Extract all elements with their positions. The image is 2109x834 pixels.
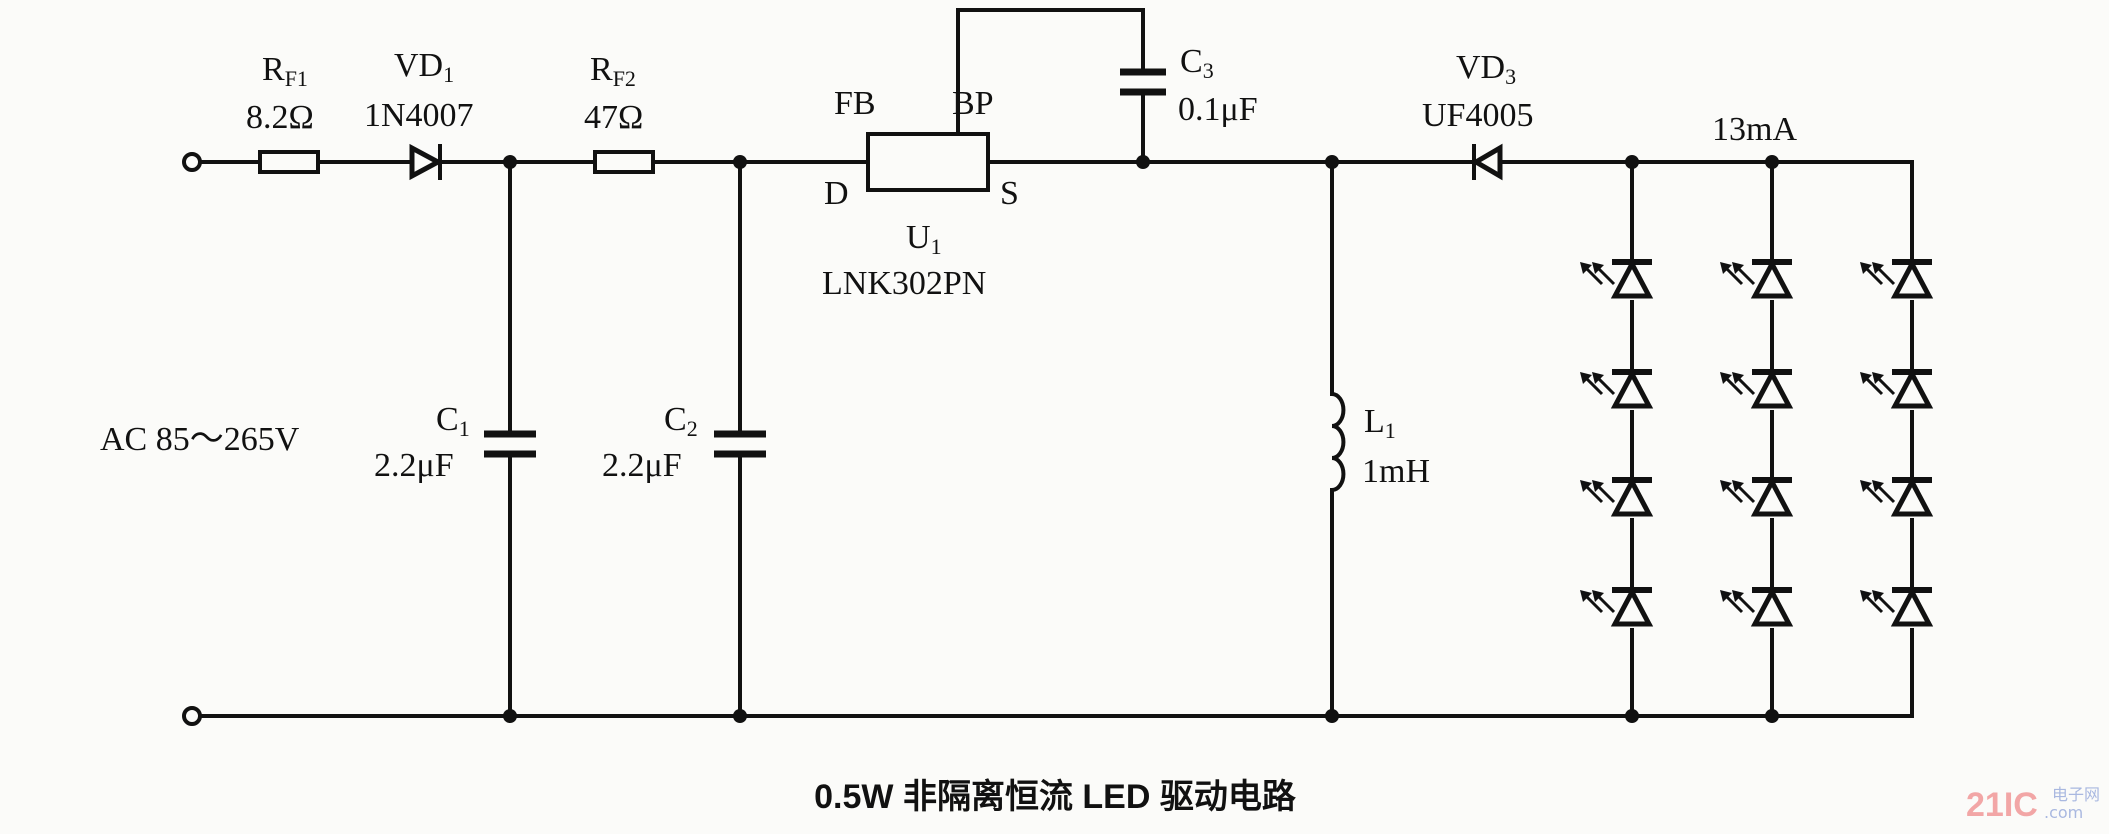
led — [1860, 586, 1934, 628]
watermark-brand: 21IC — [1966, 786, 2038, 824]
resistor-rf1 — [258, 150, 320, 174]
l1-ref: L1 — [1364, 403, 1396, 443]
junctions — [503, 155, 1779, 723]
diode-vd1 — [409, 143, 444, 181]
led — [1580, 586, 1654, 628]
junction-dot — [1325, 709, 1339, 723]
junction-dot — [503, 709, 517, 723]
junction-dot — [503, 155, 517, 169]
vd3-ref: VD3 — [1456, 49, 1516, 89]
inductor-l1 — [1329, 391, 1346, 493]
watermark-domain: .com — [2044, 803, 2083, 822]
rf1-value: 8.2Ω — [246, 99, 314, 136]
led — [1860, 258, 1934, 300]
c1-ref: C1 — [436, 401, 470, 441]
ac-input-label: AC 85～265V — [100, 421, 300, 458]
rf1-ref: RF1 — [262, 51, 308, 91]
led — [1720, 586, 1794, 628]
led — [1580, 258, 1654, 300]
u1-pin-d: D — [824, 175, 849, 212]
vd1-ref: VD1 — [394, 47, 454, 87]
led — [1580, 476, 1654, 518]
junction-dot — [1625, 709, 1639, 723]
rf2-value: 47Ω — [584, 99, 643, 136]
diagram-caption: 0.5W 非隔离恒流 LED 驱动电路 — [814, 777, 1297, 816]
junction-dot — [1625, 155, 1639, 169]
rf2-ref: RF2 — [590, 51, 636, 91]
vd3-value: UF4005 — [1422, 97, 1533, 134]
junction-dot — [1136, 155, 1150, 169]
led — [1860, 368, 1934, 410]
vd1-value: 1N4007 — [364, 97, 474, 134]
led-current-label: 13mA — [1712, 111, 1797, 148]
junction-dot — [733, 155, 747, 169]
c2-value: 2.2μF — [602, 447, 682, 484]
u1-value: LNK302PN — [822, 265, 986, 302]
c1-value: 2.2μF — [374, 447, 454, 484]
led — [1720, 258, 1794, 300]
junction-dot — [1325, 155, 1339, 169]
junction-dot — [1765, 155, 1779, 169]
led-array — [1580, 160, 1934, 718]
input-terminal-bottom — [182, 706, 202, 726]
u1-pin-s: S — [1000, 175, 1019, 212]
c3-ref: C3 — [1180, 43, 1214, 83]
junction-dot — [1765, 709, 1779, 723]
led — [1720, 476, 1794, 518]
u1-pin-bp: BP — [952, 85, 994, 122]
led — [1860, 476, 1934, 518]
c3-value: 0.1μF — [1178, 91, 1258, 128]
led — [1720, 368, 1794, 410]
u1-ref: U1 — [906, 219, 942, 259]
junction-dot — [733, 709, 747, 723]
diode-vd3 — [1471, 143, 1503, 181]
u1-pin-fb: FB — [834, 85, 876, 122]
led — [1580, 368, 1654, 410]
c2-ref: C2 — [664, 401, 698, 441]
watermark-cn: 电子网 — [2052, 785, 2100, 804]
wire-bp — [956, 8, 1145, 136]
resistor-rf2 — [593, 150, 655, 174]
input-terminal-top — [182, 152, 202, 172]
l1-value: 1mH — [1362, 453, 1430, 490]
ic-u1 — [866, 132, 990, 192]
